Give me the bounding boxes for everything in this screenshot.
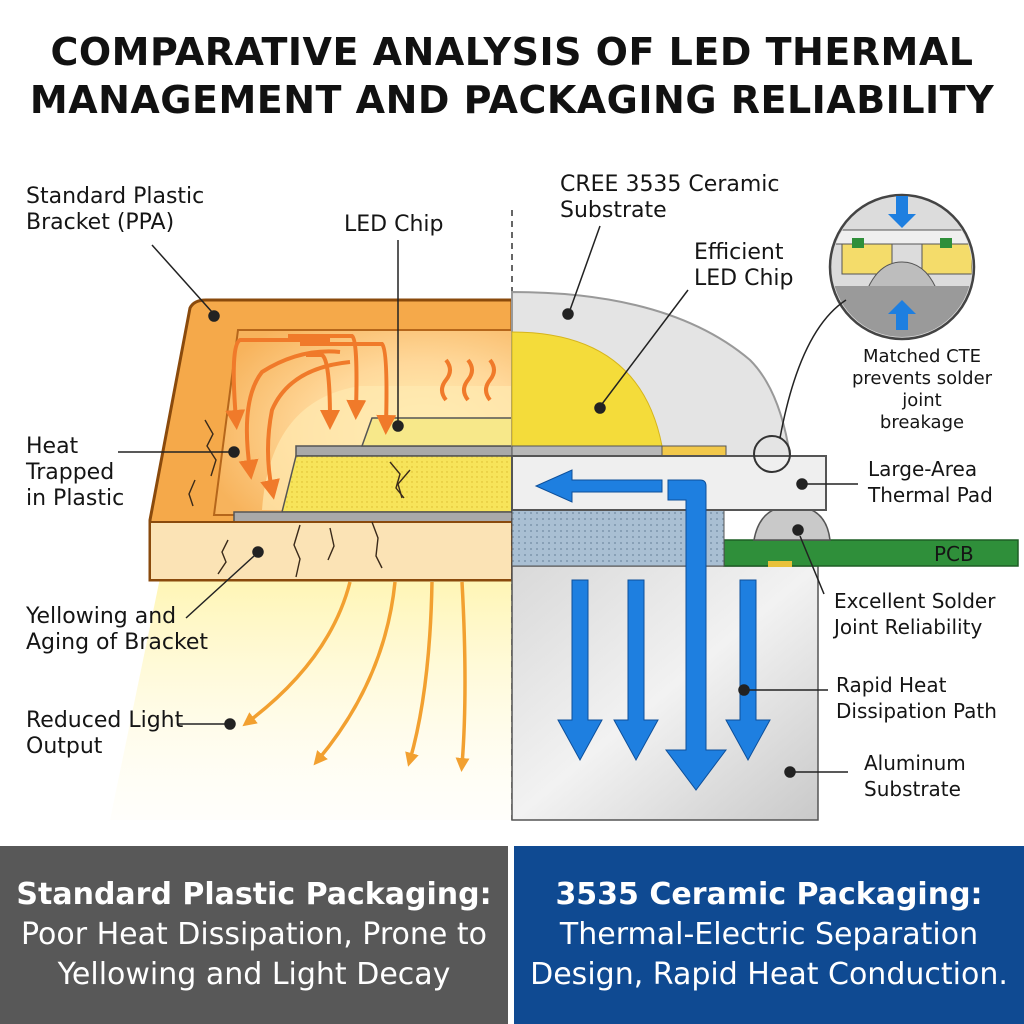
cte-zoom-inset bbox=[828, 193, 976, 341]
solder-joint bbox=[753, 505, 831, 541]
cte-detail-marker bbox=[753, 435, 791, 473]
title-line-1: COMPARATIVE ANALYSIS OF LED THERMAL bbox=[50, 30, 974, 74]
label-plastic-bracket: Standard Plastic Bracket (PPA) bbox=[26, 184, 205, 235]
label-ceramic-substrate: CREE 3535 Ceramic Substrate bbox=[560, 172, 780, 223]
label-pcb: PCB bbox=[934, 542, 974, 566]
plastic-summary-banner: Standard Plastic Packaging: Poor Heat Di… bbox=[0, 846, 508, 1024]
ceramic-banner-heading: 3535 Ceramic Packaging: bbox=[555, 877, 983, 912]
ceramic-summary-banner: 3535 Ceramic Packaging: Thermal-Electric… bbox=[514, 846, 1024, 1024]
electrode-pad bbox=[661, 445, 727, 457]
cracks bbox=[188, 419, 411, 578]
ceramic-banner-line-2: Thermal-Electric Separation bbox=[559, 917, 979, 952]
bottom-lead bbox=[233, 511, 513, 523]
pcb-pad bbox=[768, 561, 792, 567]
chip-bond-pad bbox=[511, 445, 663, 457]
label-led-chip: LED Chip bbox=[344, 212, 444, 237]
efficient-led-chip bbox=[511, 331, 663, 447]
aluminum-substrate bbox=[511, 565, 819, 821]
plastic-banner-heading: Standard Plastic Packaging: bbox=[16, 877, 492, 912]
label-heat-trapped: Heat Trapped in Plastic bbox=[26, 434, 125, 511]
label-solder-joint: Excellent Solder Joint Reliability bbox=[834, 589, 996, 639]
label-aluminum: Aluminum Substrate bbox=[864, 751, 966, 801]
reduced-light-arrows bbox=[242, 581, 470, 772]
label-thermal-pad: Large-Area Thermal Pad bbox=[868, 457, 993, 507]
title-line-2: MANAGEMENT AND PACKAGING RELIABILITY bbox=[29, 78, 995, 122]
ceramic-package bbox=[511, 290, 1019, 821]
page-title: COMPARATIVE ANALYSIS OF LED THERMAL MANA… bbox=[0, 28, 1024, 124]
label-yellowing: Yellowing and Aging of Bracket bbox=[26, 604, 209, 655]
label-reduced-light: Reduced Light Output bbox=[26, 708, 184, 759]
heat-trapped-arrows bbox=[225, 334, 397, 500]
plastic-banner-line-2: Poor Heat Dissipation, Prone to bbox=[20, 917, 487, 952]
leader-lines bbox=[118, 225, 858, 778]
label-heat-path: Rapid Heat Dissipation Path bbox=[836, 673, 997, 723]
label-efficient-chip: Efficient LED Chip bbox=[694, 240, 794, 291]
label-matched-cte: Matched CTE prevents solder joint breaka… bbox=[851, 346, 993, 433]
ceramic-banner-line-3: Design, Rapid Heat Conduction. bbox=[530, 957, 1008, 992]
plastic-banner-line-3: Yellowing and Light Decay bbox=[57, 957, 451, 992]
led-comparison-diagram bbox=[110, 193, 1019, 821]
heat-waves bbox=[440, 358, 496, 402]
heat-dissipation-arrows bbox=[534, 469, 771, 791]
chip-lead-frame bbox=[295, 445, 513, 457]
